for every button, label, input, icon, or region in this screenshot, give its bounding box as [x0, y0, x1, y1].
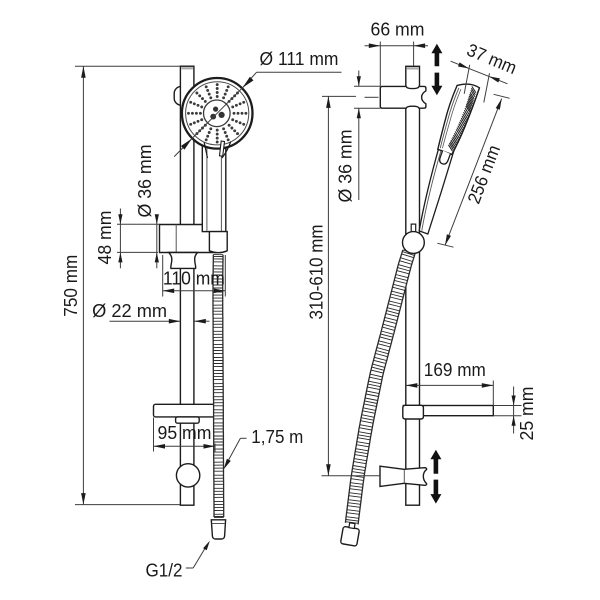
svg-text:48 mm: 48 mm — [95, 211, 115, 265]
svg-text:Ø 111 mm: Ø 111 mm — [260, 49, 339, 69]
svg-text:1,75 m: 1,75 m — [251, 427, 303, 447]
svg-text:750 mm: 750 mm — [61, 255, 81, 317]
svg-text:Ø 36 mm: Ø 36 mm — [135, 145, 155, 218]
svg-text:310-610 mm: 310-610 mm — [306, 225, 326, 320]
svg-text:Ø 22 mm: Ø 22 mm — [92, 301, 167, 321]
svg-text:169 mm: 169 mm — [424, 360, 486, 380]
svg-text:25 mm: 25 mm — [517, 387, 537, 441]
svg-text:95 mm: 95 mm — [158, 423, 212, 443]
svg-text:Ø 36 mm: Ø 36 mm — [336, 130, 356, 203]
svg-text:66 mm: 66 mm — [371, 20, 425, 40]
svg-text:G1/2: G1/2 — [146, 561, 183, 581]
svg-text:110 mm: 110 mm — [163, 268, 225, 288]
